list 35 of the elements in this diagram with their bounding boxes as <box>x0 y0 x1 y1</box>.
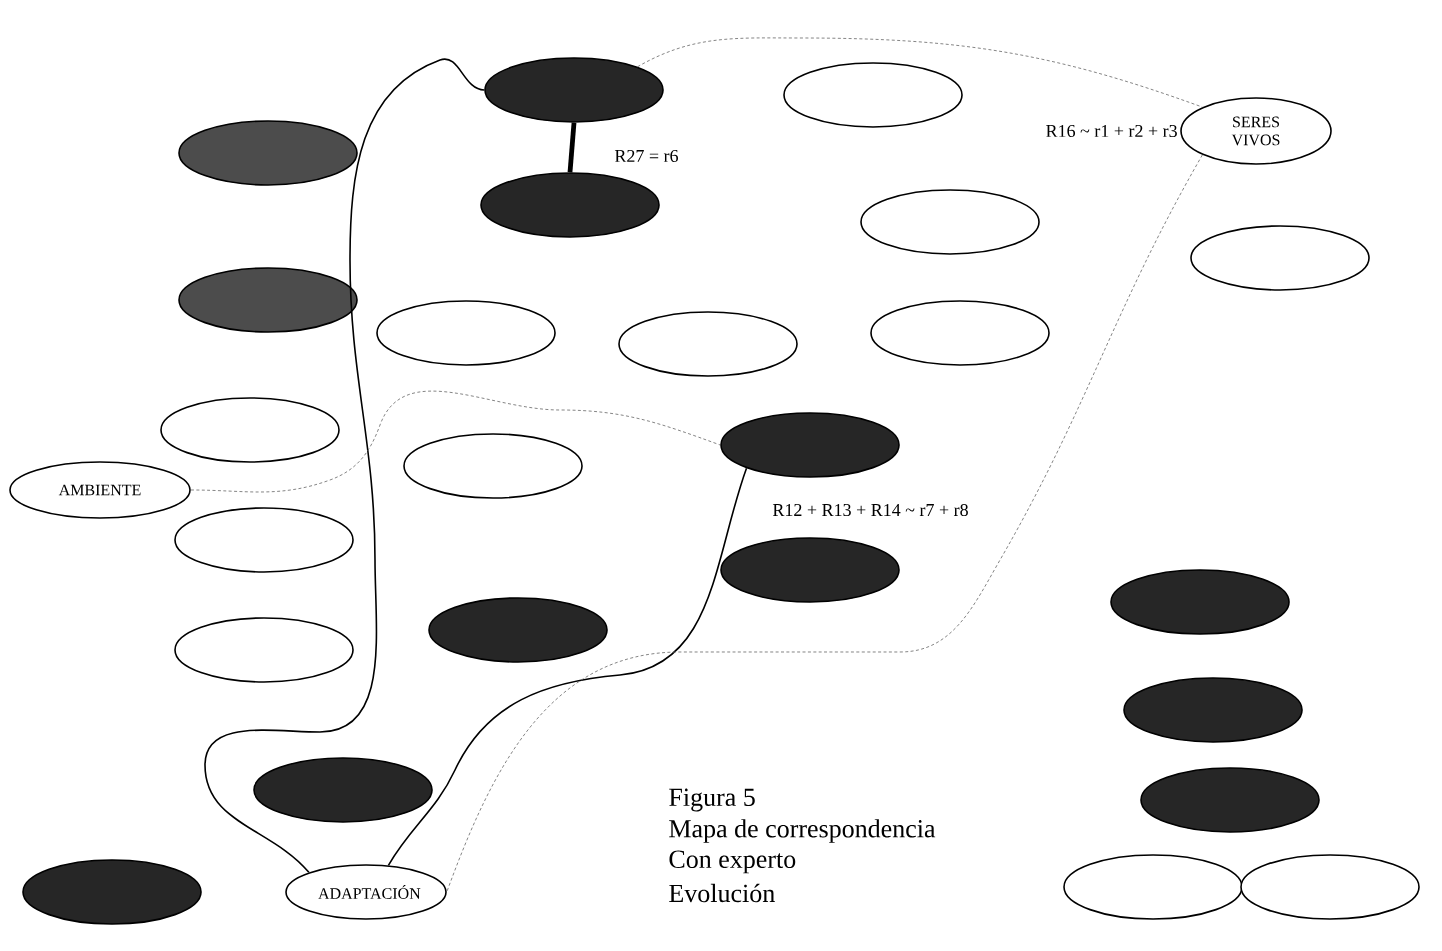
connector-line <box>387 467 748 867</box>
edge-label: R12 + R13 + R14 ~ r7 + r8 <box>770 501 971 519</box>
empty-ellipse <box>783 62 963 128</box>
filled-ellipse <box>1123 677 1303 743</box>
empty-ellipse <box>1190 225 1370 291</box>
filled-ellipse <box>22 859 202 925</box>
filled-ellipse <box>480 172 660 238</box>
connector-line <box>567 122 577 173</box>
empty-ellipse <box>174 507 354 573</box>
empty-ellipse <box>160 397 340 463</box>
connector-line <box>446 154 1203 893</box>
empty-ellipse <box>618 311 798 377</box>
filled-ellipse <box>178 267 358 333</box>
caption-line: Con experto <box>669 850 796 874</box>
filled-ellipse <box>1140 767 1320 833</box>
edge-label: R27 = r6 <box>612 147 681 165</box>
filled-ellipse <box>178 120 358 186</box>
empty-ellipse <box>860 189 1040 255</box>
filled-ellipse <box>720 412 900 478</box>
filled-ellipse <box>428 597 608 663</box>
caption-line: Figura 5 <box>669 788 755 812</box>
empty-ellipse <box>174 617 354 683</box>
edge-label: R16 ~ r1 + r2 + r3 <box>1043 122 1180 140</box>
empty-ellipse <box>376 300 556 366</box>
connector-line <box>204 58 485 874</box>
empty-ellipse <box>870 300 1050 366</box>
caption-line: Evolución <box>669 883 775 903</box>
empty-ellipse <box>403 433 583 499</box>
filled-ellipse <box>253 757 433 823</box>
filled-ellipse <box>1110 569 1290 635</box>
connector-line <box>190 390 721 493</box>
connector-line <box>637 37 1203 108</box>
caption-line: Mapa de correspondencia <box>669 819 936 843</box>
filled-ellipse <box>720 537 900 603</box>
filled-ellipse <box>484 57 664 123</box>
